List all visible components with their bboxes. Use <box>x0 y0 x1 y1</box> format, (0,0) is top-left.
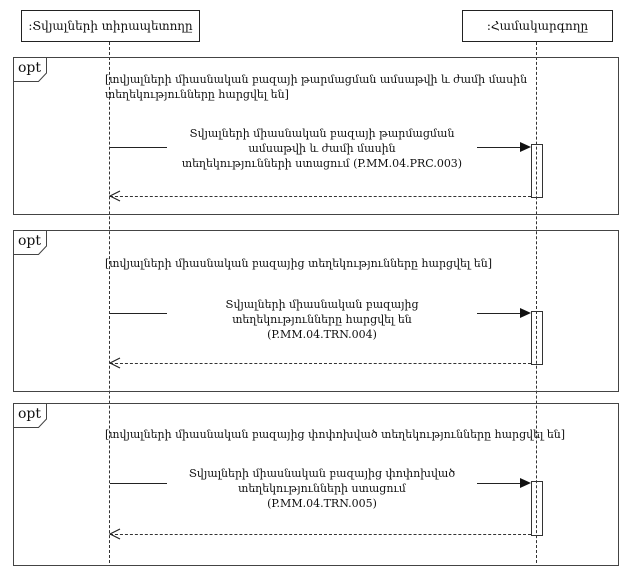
fragment-operator-tab: opt <box>13 57 48 83</box>
activation-bar <box>531 311 543 365</box>
message-label: Տվյալների միասնական բազայից տեղեկություն… <box>167 297 477 342</box>
guard-condition: [տվյալների միասնական բազայից տեղեկությու… <box>105 257 492 270</box>
fragment-operator-tab: opt <box>13 403 48 429</box>
actor-box-coordinator: :Համակարգողը <box>462 10 613 42</box>
actor-label: :Համակարգողը <box>486 19 589 33</box>
opt-fragment-3: opt [տվյալների միասնական բազայից փոփոխվա… <box>13 403 619 566</box>
sync-arrowhead-icon <box>520 308 531 318</box>
fragment-tab-shape-icon <box>13 230 47 255</box>
message-label: Տվյալների միասնական բազայի թարմացման ամս… <box>167 126 477 171</box>
actor-label: :Տվյալների տիրապետողը <box>28 19 193 33</box>
return-message-line <box>110 363 531 364</box>
sync-arrowhead-icon <box>520 478 531 488</box>
return-message-line <box>110 534 531 535</box>
message-label: Տվյալների միասնական բազայից փոփոխված տեղ… <box>167 466 477 511</box>
fragment-tab-shape-icon <box>13 403 47 428</box>
activation-bar <box>531 144 543 198</box>
fragment-operator-label: opt <box>18 60 42 76</box>
guard-condition: [տվյալների միասնական բազայից փոփոխված տե… <box>105 428 566 441</box>
return-arrowhead-icon <box>109 528 121 540</box>
return-arrowhead-icon <box>109 357 121 369</box>
return-arrowhead-icon <box>109 190 121 202</box>
lifeline-data-owner <box>109 42 110 563</box>
fragment-operator-tab: opt <box>13 230 48 256</box>
fragment-tab-shape-icon <box>13 57 47 82</box>
opt-fragment-2: opt [տվյալների միասնական բազայից տեղեկու… <box>13 230 619 392</box>
actor-box-data-owner: :Տվյալների տիրապետողը <box>21 10 200 42</box>
lifeline-coordinator <box>536 42 537 563</box>
fragment-operator-label: opt <box>18 233 42 249</box>
opt-fragment-1: opt [տվյալների միասնական բազայի թարմացմա… <box>13 57 619 215</box>
fragment-operator-label: opt <box>18 406 42 422</box>
activation-bar <box>531 481 543 536</box>
guard-condition: [տվյալների միասնական բազայի թարմացման ամ… <box>105 73 528 101</box>
sync-arrowhead-icon <box>520 142 531 152</box>
return-message-line <box>110 196 531 197</box>
